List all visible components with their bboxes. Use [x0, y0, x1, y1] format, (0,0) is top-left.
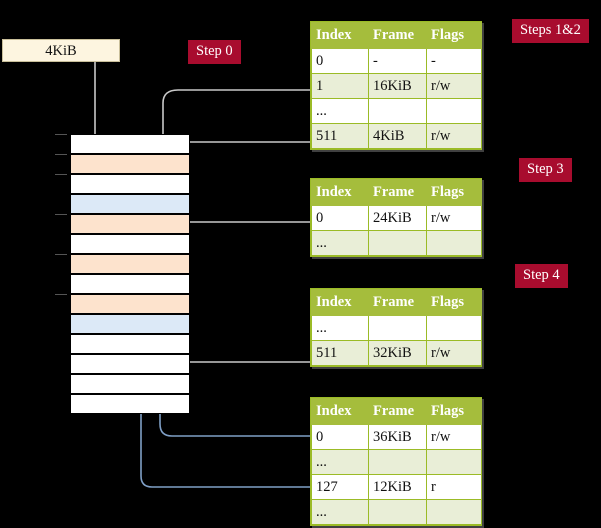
col-header-frame: Frame	[368, 398, 427, 425]
col-header-flags: Flags	[426, 398, 482, 425]
frame-tick-2	[55, 174, 67, 175]
memory-frame-10	[70, 334, 190, 354]
col-header-index: Index	[311, 22, 369, 49]
cell-frame: 16KiB	[368, 73, 427, 99]
cell-frame: 24KiB	[368, 205, 427, 231]
memory-frame-0	[70, 134, 190, 154]
table-row: 0--	[311, 48, 482, 74]
cell-frame	[368, 98, 427, 124]
table-row: ...	[311, 315, 482, 341]
cell-flags	[426, 98, 482, 124]
cell-frame: 4KiB	[368, 123, 427, 149]
cell-flags: r	[426, 474, 482, 500]
table-row: ...	[311, 499, 482, 525]
badge-step-4: Step 4	[515, 264, 568, 288]
memory-frame-9	[70, 314, 190, 334]
cell-flags	[426, 499, 482, 525]
table-row: ...	[311, 230, 482, 256]
cell-frame	[368, 315, 427, 341]
cell-frame: 12KiB	[368, 474, 427, 500]
memory-frame-6	[70, 254, 190, 274]
memory-frame-11	[70, 354, 190, 374]
cell-frame: -	[368, 48, 427, 74]
cell-flags	[426, 230, 482, 256]
memory-frame-2	[70, 174, 190, 194]
memory-frame-4	[70, 214, 190, 234]
cell-flags: r/w	[426, 123, 482, 149]
cell-flags: -	[426, 48, 482, 74]
cell-flags: r/w	[426, 205, 482, 231]
cell-index: ...	[311, 315, 369, 341]
table-row: ...	[311, 98, 482, 124]
badge-steps-1-2: Steps 1&2	[512, 19, 589, 43]
cell-flags	[426, 449, 482, 475]
cell-frame: 32KiB	[368, 340, 427, 366]
memory-frame-8	[70, 294, 190, 314]
col-header-flags: Flags	[426, 179, 482, 206]
cell-index: ...	[311, 499, 369, 525]
cell-index: 511	[311, 123, 369, 149]
cell-index: ...	[311, 449, 369, 475]
cell-frame	[368, 499, 427, 525]
cell-index: 0	[311, 205, 369, 231]
memory-frame-13	[70, 394, 190, 414]
cell-index: ...	[311, 230, 369, 256]
col-header-flags: Flags	[426, 22, 482, 49]
cell-frame	[368, 449, 427, 475]
page-box-4kib: 4KiB	[2, 39, 120, 62]
col-header-frame: Frame	[368, 289, 427, 316]
frame-tick-6	[55, 254, 67, 255]
frame-tick-4	[55, 214, 67, 215]
badge-step-3: Step 3	[519, 158, 572, 182]
badge-step-0: Step 0	[188, 40, 241, 64]
col-header-index: Index	[311, 289, 369, 316]
physical-memory-frame-stack	[55, 134, 190, 414]
cell-flags: r/w	[426, 73, 482, 99]
frame-tick-1	[55, 154, 67, 155]
cell-flags	[426, 315, 482, 341]
cell-index: 127	[311, 474, 369, 500]
cell-index: 511	[311, 340, 369, 366]
cell-index: ...	[311, 98, 369, 124]
cell-frame	[368, 230, 427, 256]
cell-index: 1	[311, 73, 369, 99]
cell-flags: r/w	[426, 340, 482, 366]
col-header-flags: Flags	[426, 289, 482, 316]
cell-index: 0	[311, 424, 369, 450]
col-header-index: Index	[311, 398, 369, 425]
table-row: ...	[311, 449, 482, 475]
cell-index: 0	[311, 48, 369, 74]
memory-frame-12	[70, 374, 190, 394]
frame-tick-8	[55, 294, 67, 295]
frame-tick-0	[55, 134, 67, 135]
memory-frame-5	[70, 234, 190, 254]
memory-frame-3	[70, 194, 190, 214]
memory-frame-1	[70, 154, 190, 174]
memory-frame-7	[70, 274, 190, 294]
cell-flags: r/w	[426, 424, 482, 450]
col-header-frame: Frame	[368, 179, 427, 206]
cell-frame: 36KiB	[368, 424, 427, 450]
col-header-frame: Frame	[368, 22, 427, 49]
col-header-index: Index	[311, 179, 369, 206]
